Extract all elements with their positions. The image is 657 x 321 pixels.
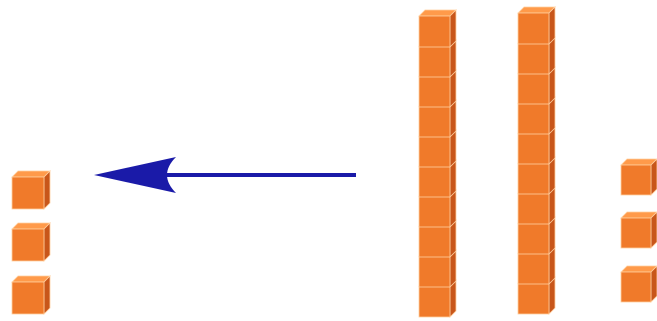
ones-cube	[621, 266, 657, 302]
ones-cube	[12, 223, 50, 261]
ones-cube	[621, 212, 657, 248]
arrow-head	[94, 157, 176, 193]
rod-unit-cube	[419, 10, 456, 47]
right-ones-group	[621, 159, 657, 302]
ten-rod	[518, 7, 555, 314]
ones-cube	[12, 171, 50, 209]
rod-unit-cube	[518, 7, 555, 44]
ones-cube	[12, 276, 50, 314]
ones-cube	[621, 159, 657, 195]
arrow-group	[94, 157, 356, 193]
ten-rod	[419, 10, 456, 317]
left-ones-group	[12, 171, 50, 314]
ten-rods-group	[419, 7, 555, 317]
